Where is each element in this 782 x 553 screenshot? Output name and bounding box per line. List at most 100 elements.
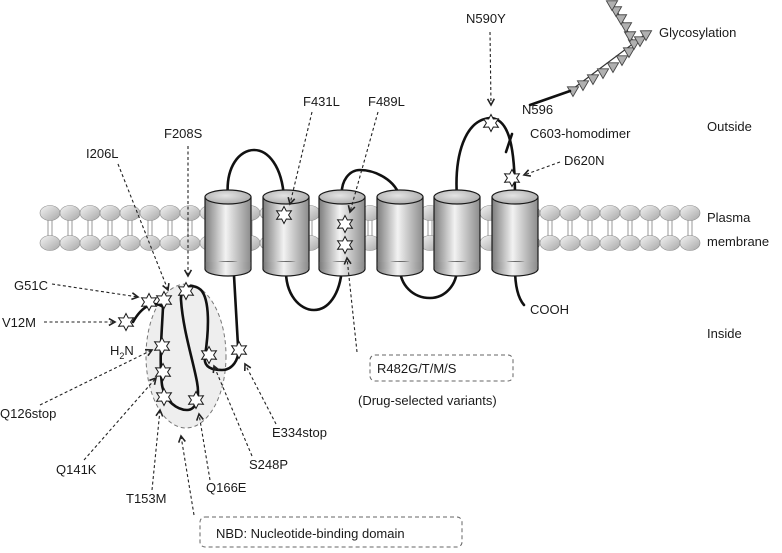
sugar-residue	[619, 22, 633, 34]
lipid-head	[99, 205, 121, 221]
lipid-head	[539, 205, 561, 221]
sugar-residue	[605, 0, 619, 12]
transmembrane-helix	[204, 189, 252, 277]
star-q141k	[154, 362, 172, 382]
q166e-label: Q166E	[206, 480, 247, 495]
membrane-label-line2: membrane	[707, 234, 769, 249]
star-f208s	[177, 281, 195, 301]
lipid-head	[539, 235, 561, 251]
sugar-residue	[633, 36, 647, 48]
transmembrane-helix	[376, 189, 424, 277]
star-r482	[336, 235, 354, 255]
sugar-residue	[576, 80, 590, 92]
arrow-v12m	[44, 317, 117, 327]
d620n-label: D620N	[564, 153, 604, 168]
lipid-head	[559, 235, 581, 251]
star-e334stop	[230, 340, 248, 360]
sugar-residue	[639, 30, 653, 42]
lipid-head	[599, 205, 621, 221]
annotation-arrows	[39, 31, 561, 516]
arrow-t153m	[151, 408, 164, 491]
star-q126stop	[153, 336, 171, 356]
glycan-stem	[528, 89, 572, 107]
nbd-label-box	[199, 516, 463, 548]
sugar-residue	[596, 68, 610, 80]
arrow-f431l	[287, 111, 313, 206]
lipid-head	[659, 235, 681, 251]
lipid-head	[139, 205, 161, 221]
lipid-head	[639, 205, 661, 221]
mutation-site-markers	[117, 113, 521, 410]
lipid-head	[79, 235, 101, 251]
arrow-n590y	[486, 31, 496, 107]
c603-label: C603-homodimer	[530, 126, 631, 141]
star-q166e	[187, 390, 205, 410]
arrow-s248p	[212, 364, 253, 457]
star-i206l	[155, 290, 173, 310]
arrow-e334stop	[244, 362, 277, 425]
r482-label-box	[369, 354, 514, 382]
arrow-f489l	[347, 111, 379, 214]
g51c-label: G51C	[14, 278, 48, 293]
lipid-head	[659, 205, 681, 221]
f208s-label: F208S	[164, 126, 203, 141]
lipid-head	[579, 205, 601, 221]
lipid-head	[79, 205, 101, 221]
lipid-head	[159, 205, 181, 221]
inside-label: Inside	[707, 326, 742, 341]
s248p-label: S248P	[249, 457, 288, 472]
star-f489l	[336, 214, 354, 234]
star-n590y	[482, 113, 500, 133]
lipid-head	[39, 235, 61, 251]
star-d620n	[503, 168, 521, 188]
glycosylation-chain	[566, 0, 653, 98]
arrow-q141k	[83, 376, 158, 461]
sugar-residue	[614, 14, 628, 26]
lipid-head	[159, 235, 181, 251]
sugar-residue	[606, 62, 620, 74]
lipid-head	[579, 235, 601, 251]
lipid-bilayer	[39, 205, 701, 251]
lipid-head	[119, 205, 141, 221]
lipid-head	[99, 235, 121, 251]
transmembrane-helix	[433, 189, 481, 277]
transmembrane-helix	[262, 189, 310, 277]
transmembrane-helix	[491, 189, 539, 277]
q141k-label: Q141K	[56, 462, 97, 477]
arrow-d620n	[522, 161, 561, 177]
star-t153m	[155, 387, 173, 407]
lipid-head	[599, 235, 621, 251]
lipid-head	[59, 205, 81, 221]
t153m-label: T153M	[126, 491, 166, 506]
lipid-head	[139, 235, 161, 251]
glycosylation-label: Glycosylation	[659, 25, 736, 40]
sugar-residue	[623, 31, 637, 43]
v12m-label: V12M	[2, 315, 36, 330]
transmembrane-helices	[204, 189, 539, 277]
sugar-residue	[586, 74, 600, 86]
arrow-r482	[343, 256, 358, 353]
n590y-label: N590Y	[466, 11, 506, 26]
cooh-label: COOH	[530, 302, 569, 317]
transmembrane-helix	[318, 189, 366, 277]
f431l-label: F431L	[303, 94, 340, 109]
arrow-q166e	[195, 412, 211, 481]
sugar-residue	[622, 47, 636, 59]
arrow-f208s	[183, 146, 193, 278]
sugar-residue	[627, 39, 641, 51]
e334stop-label: E334stop	[272, 425, 327, 440]
q126stop-label: Q126stop	[0, 406, 56, 421]
h2n-label: H2N	[110, 343, 134, 361]
lipid-head	[619, 205, 641, 221]
arrow-q126stop	[39, 348, 154, 406]
nbd-label: NBD: Nucleotide-binding domain	[216, 526, 405, 541]
lipid-head	[679, 205, 701, 221]
star-v12m	[117, 312, 135, 332]
arrow-nbd	[177, 434, 195, 516]
lipid-head	[619, 235, 641, 251]
lipid-head	[639, 235, 661, 251]
arrow-g51c	[51, 283, 140, 301]
lipid-head	[39, 205, 61, 221]
star-f431l	[275, 205, 293, 225]
